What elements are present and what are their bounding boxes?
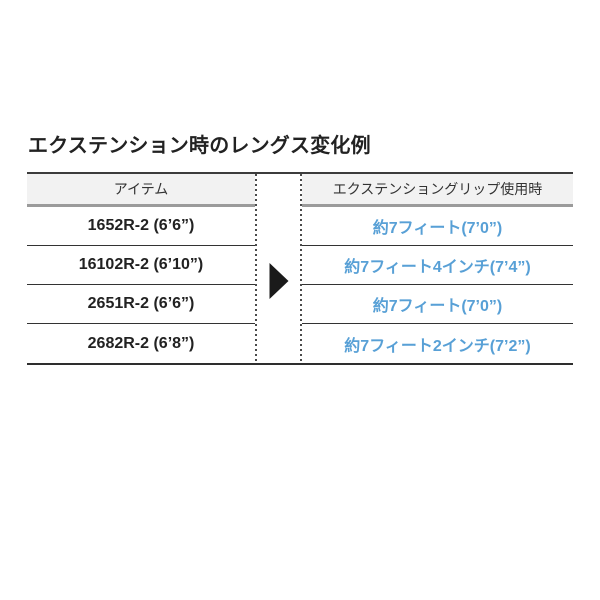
table-row-extended: 約7フィート4インチ(7’4”) [302, 246, 573, 285]
table-row-item: 16102R-2 (6’10”) [27, 246, 255, 285]
item-column: アイテム 1652R-2 (6’6”) 16102R-2 (6’10”) 265… [27, 174, 255, 363]
table-row-item: 1652R-2 (6’6”) [27, 207, 255, 246]
extended-length-column: エクステンショングリップ使用時 約7フィート(7’0”) 約7フィート4インチ(… [302, 174, 573, 363]
right-arrow-icon [269, 263, 288, 299]
extended-column-header: エクステンショングリップ使用時 [302, 174, 573, 207]
page-title: エクステンション時のレングス変化例 [28, 135, 371, 157]
table-row-extended: 約7フィート2インチ(7’2”) [344, 337, 531, 355]
table-row-extended: 約7フィート(7’0”) [302, 207, 573, 246]
arrow-gutter [255, 174, 302, 363]
item-column-header: アイテム [27, 174, 255, 207]
extension-length-table: アイテム 1652R-2 (6’6”) 16102R-2 (6’10”) 265… [27, 172, 573, 365]
table-row-item: 2682R-2 (6’8”) [87, 334, 195, 352]
table-row-item: 2651R-2 (6’6”) [27, 285, 255, 324]
table-row-extended: 約7フィート(7’0”) [302, 285, 573, 324]
